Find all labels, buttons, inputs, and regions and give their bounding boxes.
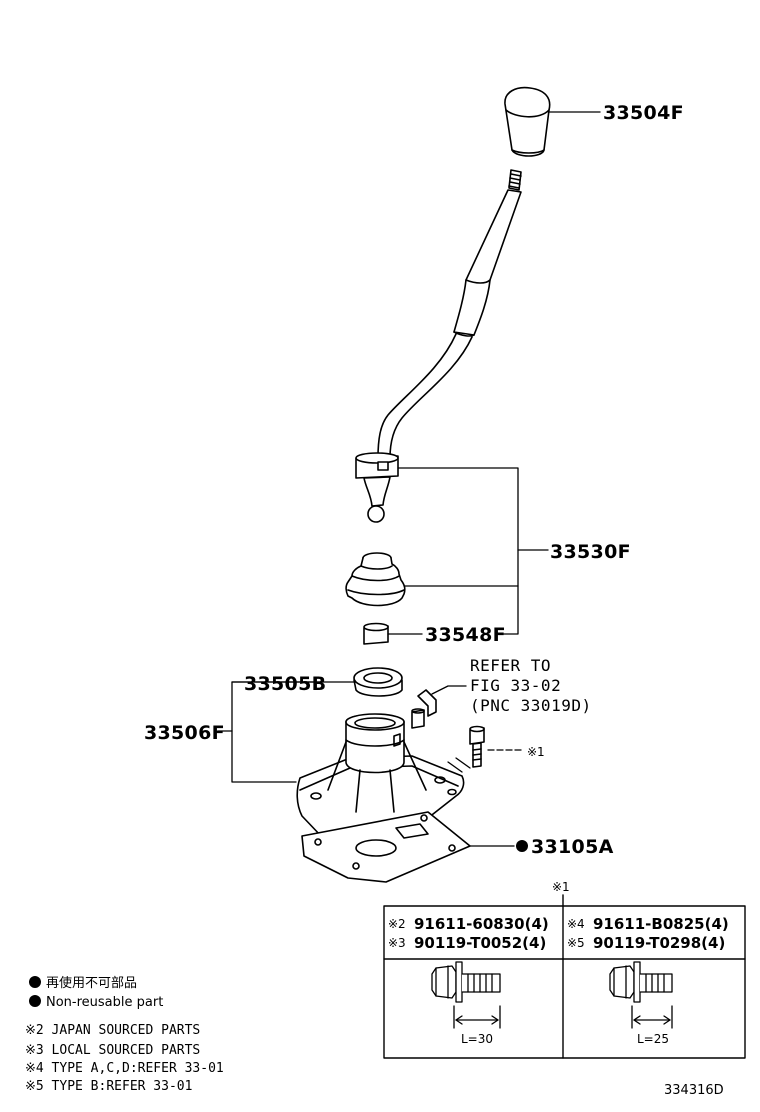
nonreusable-dot-gasket — [516, 840, 528, 852]
table-left-row2-code: 90119-T0052(4) — [414, 934, 546, 952]
legend-en: Non-reusable part — [46, 995, 163, 1010]
bolt-drawing — [469, 725, 485, 768]
table-left-row1-code: 91611-60830(4) — [414, 915, 549, 933]
legend-dot-en — [29, 995, 41, 1007]
figure-id: 334316D — [664, 1083, 724, 1098]
gasket-drawing — [301, 811, 471, 883]
lever-thread-drawing — [508, 169, 522, 191]
label-knob: 33504F — [603, 102, 684, 124]
table-right-length: L=25 — [637, 1032, 669, 1046]
table-right-row1-mark: ※4 — [567, 917, 585, 931]
leader-lines — [217, 111, 601, 847]
legend-dot-jp — [29, 976, 41, 988]
label-retainer: 33505B — [244, 673, 326, 695]
table-left-row2-mark: ※3 — [388, 936, 406, 950]
bolt-table-frame — [383, 894, 746, 1059]
bolt-ref-mark: ※1 — [527, 745, 545, 759]
label-gasket: 33105A — [531, 836, 614, 858]
retainer-drawing — [353, 667, 403, 697]
table-bolt-right-drawing — [609, 961, 673, 1029]
label-bushing: 33548F — [425, 624, 506, 646]
label-lever-assy: 33530F — [550, 541, 631, 563]
shift-lever-drawing — [355, 189, 522, 523]
refer-line-3: (PNC 33019D) — [470, 696, 592, 715]
table-right-row2-mark: ※5 — [567, 936, 585, 950]
table-bolt-left-drawing — [431, 961, 501, 1029]
label-housing: 33506F — [144, 722, 225, 744]
table-left-row1-mark: ※2 — [388, 917, 406, 931]
note-2: ※3 LOCAL SOURCED PARTS — [25, 1043, 200, 1058]
note-3: ※4 TYPE A,C,D:REFER 33-01 — [25, 1061, 224, 1076]
note-4: ※5 TYPE B:REFER 33-01 — [25, 1079, 192, 1094]
note-1: ※2 JAPAN SOURCED PARTS — [25, 1023, 200, 1038]
bushing-drawing — [363, 622, 389, 645]
fitting-drawing — [411, 689, 437, 729]
shift-boot-drawing — [345, 552, 406, 607]
table-right-row1-code: 91611-B0825(4) — [593, 915, 729, 933]
table-right-row2-code: 90119-T0298(4) — [593, 934, 725, 952]
legend-jp: 再使用不可部品 — [46, 975, 137, 991]
table-header-mark: ※1 — [552, 880, 570, 894]
refer-line-1: REFER TO — [470, 656, 551, 675]
refer-line-2: FIG 33-02 — [470, 676, 561, 695]
shift-knob-drawing — [504, 86, 551, 157]
table-left-length: L=30 — [461, 1032, 493, 1046]
